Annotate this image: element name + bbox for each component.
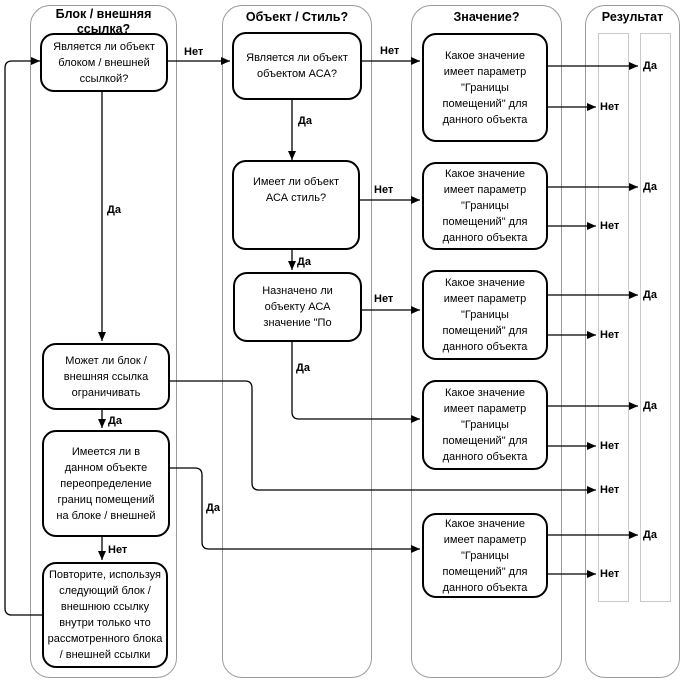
edge-g-yes-to-h4 — [291, 342, 420, 423]
edge-label-f-no: Нет — [374, 184, 394, 196]
edge-label-c-no: Нет — [108, 544, 128, 556]
lane-value — [411, 5, 562, 678]
result-label-4-no: Нет — [600, 440, 620, 452]
lane-object-style — [222, 5, 372, 678]
node-value-question-3: Какое значение имеет параметр "Границы п… — [422, 270, 548, 360]
edge-label-e-yes: Да — [298, 115, 312, 127]
node-value-question-1: Какое значение имеет параметр "Границы п… — [422, 33, 548, 142]
lane-header-block-xref-line1: Блок / внешняя — [55, 7, 152, 21]
edge-label-a-yes: Да — [107, 204, 121, 216]
result-label-5-yes: Да — [643, 529, 657, 541]
lane-header-object-style: Объект / Стиль? — [245, 10, 349, 24]
result-column-yes — [640, 33, 671, 602]
node-repeat-next-block: Повторите, используя следующий блок / вн… — [42, 562, 168, 668]
edge-repeat-loop-to-start — [4, 57, 42, 616]
node-has-override: Имеется ли в данном объекте переопределе… — [42, 430, 170, 537]
edge-label-e-no: Нет — [380, 45, 400, 57]
node-assigned-po-value: Назначено ли объекту АСА значение "По — [233, 272, 362, 342]
edge-label-g-yes: Да — [296, 362, 310, 374]
lane-header-block-xref: Блок / внешняя ссылка? — [30, 7, 177, 37]
edge-label-f-yes: Да — [297, 256, 311, 268]
edge-label-g-no: Нет — [374, 293, 394, 305]
node-has-aca-style: Имеет ли объект АСА стиль? — [232, 160, 360, 250]
result-label-2-yes: Да — [643, 181, 657, 193]
lane-header-value: Значение? — [453, 10, 520, 24]
edge-label-a-no: Нет — [184, 46, 204, 58]
result-label-1-yes: Да — [643, 60, 657, 72]
result-label-1-no: Нет — [600, 101, 620, 113]
edge-b-to-result-no — [170, 380, 596, 494]
node-value-question-5: Какое значение имеет параметр "Границы п… — [422, 513, 548, 598]
node-can-block-limit: Может ли блок / внешняя ссылка ограничив… — [42, 343, 170, 410]
edge-label-c-yes: Да — [206, 502, 220, 514]
result-label-4-yes: Да — [643, 400, 657, 412]
lane-result — [585, 5, 680, 678]
lane-block-xref — [30, 5, 177, 678]
result-label-2-no: Нет — [600, 220, 620, 232]
lane-header-block-xref-line2: ссылка? — [76, 22, 131, 36]
node-value-question-2: Какое значение имеет параметр "Границы п… — [422, 162, 548, 250]
node-is-block-or-xref: Является ли объект блоком / внешней ссыл… — [40, 33, 168, 92]
edge-label-b-yes: Да — [108, 415, 122, 427]
result-label-3-no: Нет — [600, 329, 620, 341]
result-label-b-no: Нет — [600, 484, 620, 496]
lane-header-result: Результат — [601, 10, 664, 24]
node-value-question-4: Какое значение имеет параметр "Границы п… — [422, 380, 548, 470]
edge-c-yes-to-h5 — [170, 467, 420, 553]
node-is-aca-object: Является ли объект объектом АСА? — [232, 32, 362, 100]
result-column-no — [598, 33, 629, 602]
result-label-3-yes: Да — [643, 289, 657, 301]
result-label-5-no: Нет — [600, 568, 620, 580]
